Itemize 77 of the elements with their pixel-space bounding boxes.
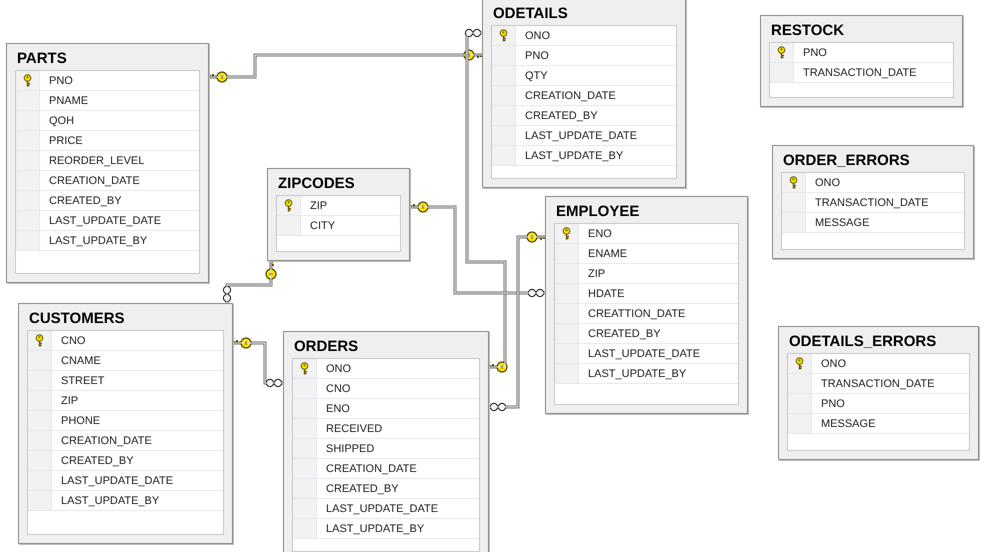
relationship-line — [409, 201, 546, 298]
column-name: LAST_UPDATE_BY — [587, 367, 686, 382]
relationship-line — [464, 28, 508, 373]
column-name: PNO — [48, 74, 73, 89]
table-box — [267, 168, 410, 261]
table-box — [6, 43, 209, 283]
column-name: CREATION_DATE — [48, 174, 140, 189]
column-name: ZIP — [587, 267, 606, 282]
column-name: CREATED_BY — [587, 327, 661, 342]
column-name: LAST_UPDATE_DATE — [524, 129, 638, 144]
column-name: LAST_UPDATE_DATE — [60, 474, 174, 489]
table-title: CUSTOMERS — [29, 310, 125, 328]
column-name: REORDER_LEVEL — [48, 154, 144, 169]
column-name: PNAME — [48, 94, 88, 109]
column-name: LAST_UPDATE_DATE — [325, 502, 438, 517]
table-title: EMPLOYEE — [556, 203, 640, 221]
column-name: TRANSACTION_DATE — [814, 196, 928, 211]
table-title: ORDER_ERRORS — [783, 152, 910, 170]
table-box — [778, 326, 979, 460]
column-name: SHIPPED — [325, 442, 374, 457]
relationship-line — [208, 49, 483, 83]
relationship-line — [232, 337, 284, 388]
table-box — [760, 15, 963, 107]
column-name: ONO — [814, 176, 840, 191]
column-name: RECEIVED — [325, 422, 382, 437]
column-name: CREATED_BY — [48, 194, 122, 209]
relationship-line — [488, 231, 546, 412]
column-name: LAST_UPDATE_DATE — [48, 214, 162, 229]
table-box — [772, 145, 974, 259]
table-title: ODETAILS_ERRORS — [789, 333, 936, 351]
column-name: LAST_UPDATE_BY — [60, 494, 160, 509]
column-name: ONO — [524, 29, 550, 44]
column-name: ENO — [587, 227, 612, 242]
column-name: ONO — [820, 357, 846, 372]
column-name: ZIP — [60, 394, 78, 409]
column-name: HDATE — [587, 287, 624, 302]
column-name: PHONE — [60, 414, 100, 429]
table-title: ZIPCODES — [278, 175, 355, 193]
table-box — [545, 196, 748, 414]
column-name: TRANSACTION_DATE — [820, 377, 934, 392]
table-box — [18, 303, 233, 544]
relationship-line — [222, 260, 277, 304]
table-box — [283, 331, 489, 552]
column-name: ZIP — [309, 199, 328, 214]
column-name: CREATED_BY — [325, 482, 399, 497]
column-name: CREATION_DATE — [60, 434, 152, 449]
column-name: LAST_UPDATE_BY — [48, 234, 148, 249]
column-name: MESSAGE — [814, 216, 870, 231]
column-name: LAST_UPDATE_DATE — [587, 347, 700, 362]
column-name: LAST_UPDATE_BY — [524, 149, 624, 164]
column-name: PRICE — [48, 134, 83, 149]
column-name: CREATTION_DATE — [587, 307, 686, 322]
column-name: TRANSACTION_DATE — [802, 66, 916, 81]
column-name: MESSAGE — [820, 417, 876, 432]
column-name: CITY — [309, 219, 336, 234]
column-name: ENAME — [587, 247, 628, 262]
column-name: LAST_UPDATE_BY — [325, 522, 424, 537]
column-name: QTY — [524, 69, 548, 84]
column-name: ENO — [325, 402, 350, 417]
column-name: ONO — [325, 362, 352, 377]
table-box — [482, 0, 686, 188]
column-name: PNO — [820, 397, 845, 412]
column-name: CNAME — [60, 354, 101, 369]
column-name: CREATED_BY — [60, 454, 134, 469]
column-name: STREET — [60, 374, 104, 389]
table-title: ODETAILS — [493, 5, 568, 23]
column-name: CNO — [325, 382, 350, 397]
column-name: PNO — [524, 49, 549, 64]
table-title: ORDERS — [294, 338, 358, 356]
table-title: RESTOCK — [771, 22, 844, 40]
column-name: CREATION_DATE — [325, 462, 417, 477]
column-name: CREATION_DATE — [524, 89, 616, 104]
column-name: PNO — [802, 46, 827, 61]
column-name: CNO — [60, 334, 86, 349]
column-name: CREATED_BY — [524, 109, 598, 124]
column-name: QOH — [48, 114, 74, 129]
table-title: PARTS — [17, 50, 67, 68]
